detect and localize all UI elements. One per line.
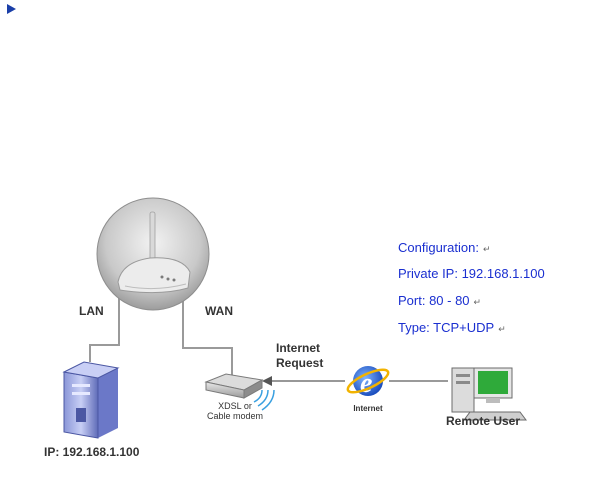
internet-label: Internet [346, 404, 390, 414]
config-private-ip: Private IP: 192.168.1.100 [398, 266, 545, 281]
wan-label: WAN [205, 304, 233, 318]
pc-tower-icon [64, 362, 118, 438]
internet-request-label-line2: Request [276, 356, 323, 370]
router-icon [97, 198, 209, 310]
config-private-ip-line: Private IP: 192.168.1.100 [398, 266, 545, 281]
config-title: Configuration: [398, 240, 479, 255]
remote-user-label: Remote User [446, 414, 520, 428]
lan-link [90, 286, 119, 362]
wan-link [183, 286, 232, 376]
config-port: Port: 80 - 80 [398, 293, 470, 308]
ie-internet-icon: e [345, 365, 391, 399]
config-port-line: Port: 80 - 80 ↵ [398, 293, 481, 308]
pc-ip-label: IP: 192.168.1.100 [44, 445, 139, 459]
config-type: Type: TCP+UDP [398, 320, 494, 335]
internet-request-label-line1: Internet [276, 341, 320, 355]
modem-label-line2: Cable modem [207, 411, 263, 421]
lan-label: LAN [79, 304, 104, 318]
config-type-line: Type: TCP+UDP ↵ [398, 320, 506, 335]
remote-computer-icon [452, 368, 526, 420]
return-symbol: ↵ [483, 244, 491, 254]
request-arrow-head [262, 376, 272, 386]
modem-label-line1: XDSL or [207, 401, 263, 411]
return-symbol: ↵ [498, 324, 506, 334]
return-symbol: ↵ [474, 297, 482, 307]
config-title-line: Configuration: ↵ [398, 240, 491, 255]
